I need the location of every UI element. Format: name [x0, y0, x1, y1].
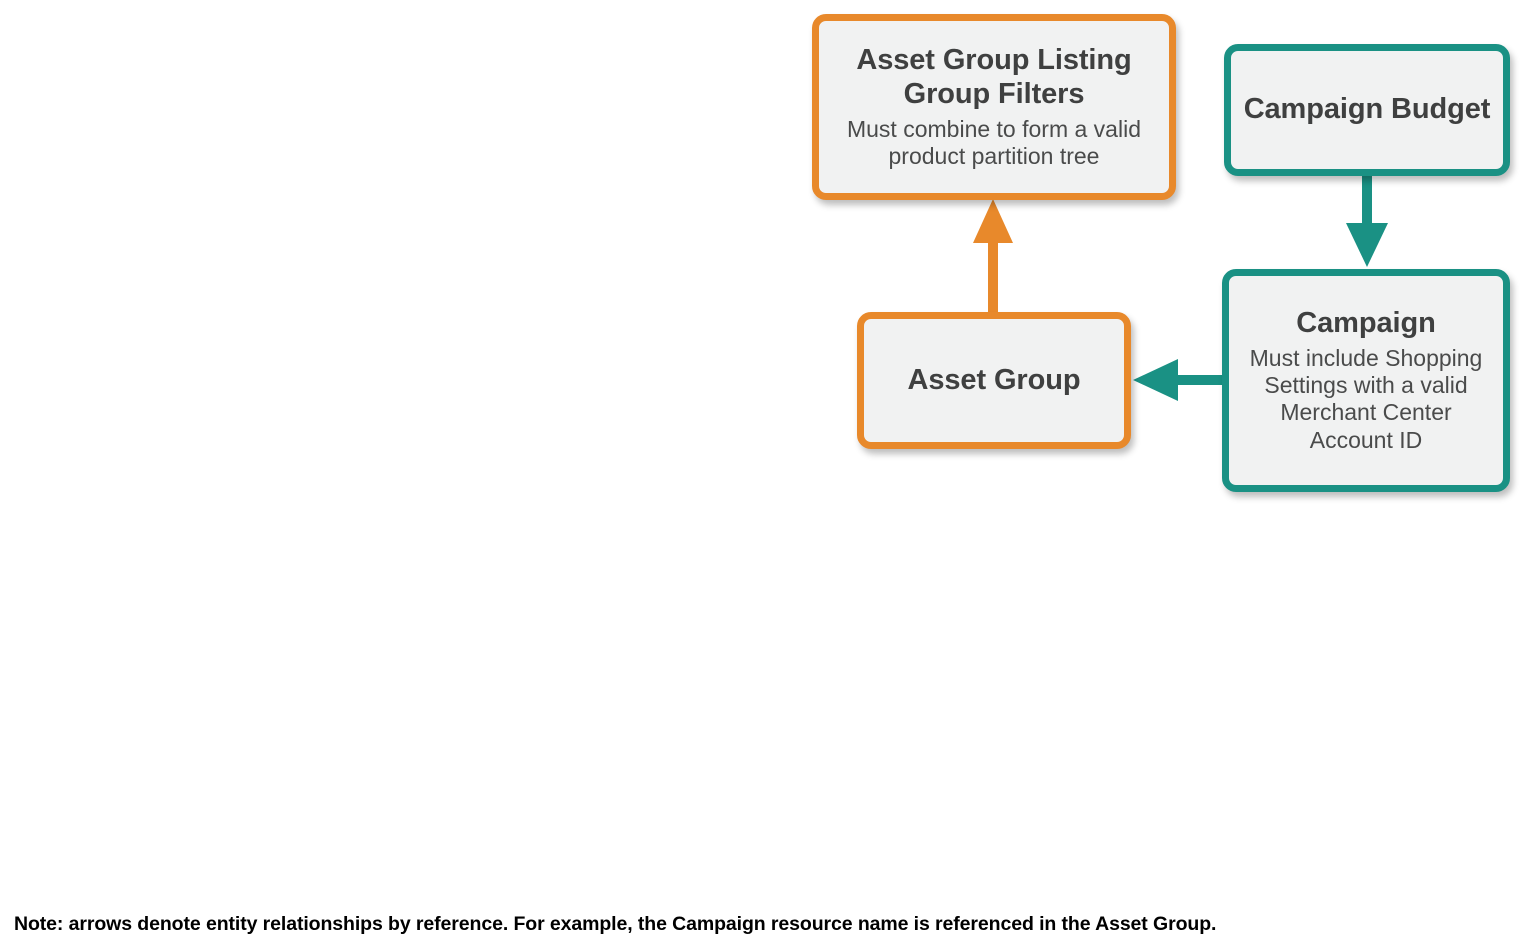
node-asset-group-listing-group-filters[interactable]: Asset Group Listing Group Filters Must c… [812, 14, 1176, 200]
node-campaign[interactable]: Campaign Must include Shopping Settings … [1222, 269, 1510, 492]
arrowhead-up-orange-icon [973, 199, 1013, 243]
arrowhead-left-teal-icon [1133, 359, 1178, 401]
node-description: Must combine to form a valid product par… [846, 115, 1141, 169]
diagram-note: Note: arrows denote entity relationships… [14, 913, 1217, 935]
node-title: Campaign Budget [1243, 93, 1491, 126]
edge-campaign-budget-to-campaign [1346, 170, 1388, 267]
edge-campaign-to-asset-group [1133, 359, 1226, 401]
node-title: Asset Group [907, 363, 1081, 396]
node-title: Asset Group Listing Group Filters [856, 43, 1132, 110]
edge-asset-group-to-listing-group-filters [973, 199, 1013, 318]
node-title: Campaign [1296, 307, 1436, 340]
arrowhead-down-teal-icon [1346, 223, 1388, 267]
node-campaign-budget[interactable]: Campaign Budget [1224, 44, 1510, 176]
node-description: Must include Shopping Settings with a va… [1249, 345, 1483, 453]
node-asset-group[interactable]: Asset Group [857, 312, 1131, 449]
